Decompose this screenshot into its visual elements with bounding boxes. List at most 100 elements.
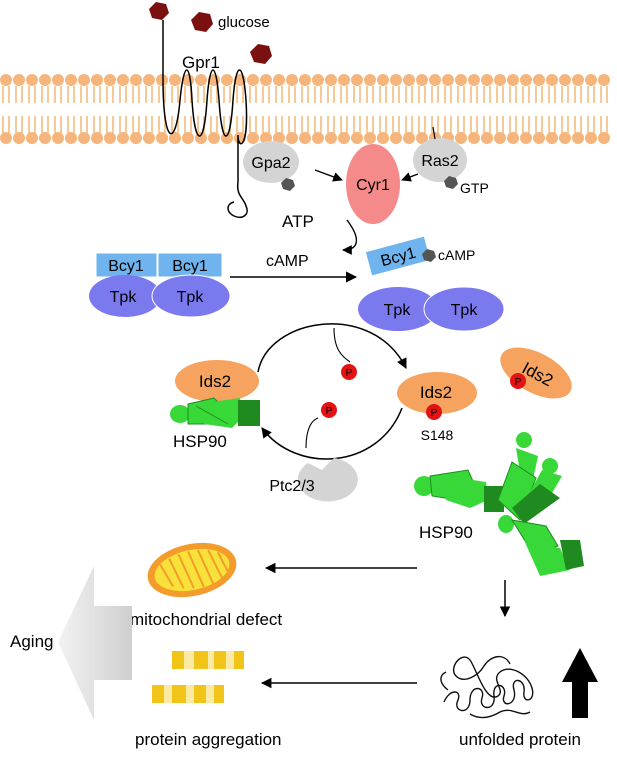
phosphate-free <box>321 402 337 418</box>
aggregate-segment <box>214 685 224 703</box>
lipid-head <box>221 132 233 144</box>
unfolded-label: unfolded protein <box>459 730 581 749</box>
lipid-head <box>169 132 181 144</box>
lipid-head <box>247 132 259 144</box>
glucose-label: glucose <box>218 14 270 31</box>
lipid-head <box>351 74 363 86</box>
lipid-head <box>65 132 77 144</box>
hsp90-domain <box>512 484 560 524</box>
hsp90-domain <box>560 540 584 570</box>
camp-label-right: cAMP <box>438 247 475 263</box>
protein-aggregates <box>152 651 244 703</box>
lipid-head <box>130 132 142 144</box>
aggregate-segment <box>172 651 184 669</box>
bcy1-label: Bcy1 <box>172 258 208 275</box>
lipid-head <box>26 132 38 144</box>
gdp-hexagon <box>281 178 295 191</box>
lipid-head <box>13 74 25 86</box>
atp-hook-top <box>333 327 351 363</box>
hsp90-domain <box>516 432 532 448</box>
lipid-head <box>143 132 155 144</box>
ptc23-phosphatase <box>297 458 358 502</box>
lipid-head <box>338 74 350 86</box>
hsp90-domain <box>195 405 229 425</box>
lipid-head <box>156 74 168 86</box>
lipid-head <box>39 74 51 86</box>
lipid-head <box>221 74 233 86</box>
hsp90-domain <box>198 398 244 428</box>
lipid-head <box>364 74 376 86</box>
lipid-head <box>455 74 467 86</box>
free-hsp90-cluster <box>414 432 584 576</box>
lipid-head <box>390 132 402 144</box>
bcy1-label: Bcy1 <box>108 258 144 275</box>
arrow-ras2-to-cyr1 <box>401 172 419 182</box>
atp-label: ATP <box>282 212 314 231</box>
lipid-head <box>377 132 389 144</box>
aging-label: Aging <box>10 632 53 651</box>
hsp90-domain <box>484 486 504 512</box>
lipid-head <box>52 132 64 144</box>
lipid-head <box>208 132 220 144</box>
lipid-head <box>65 74 77 86</box>
increase-arrow <box>562 648 598 718</box>
lipid-head <box>520 132 532 144</box>
lipid-head <box>390 74 402 86</box>
tpk-subunit <box>151 274 231 318</box>
lipid-head <box>13 132 25 144</box>
tpk-subunit <box>89 275 161 317</box>
hsp90-domain <box>238 400 260 426</box>
aggregate-segment <box>234 651 244 669</box>
glucose-hexagon <box>149 2 169 20</box>
lipid-head <box>156 132 168 144</box>
lipid-head <box>117 132 129 144</box>
hsp90-domain <box>524 540 570 576</box>
lipid-head <box>286 74 298 86</box>
lipid-head <box>429 74 441 86</box>
lipid-head <box>169 74 181 86</box>
lipid-head <box>325 74 337 86</box>
lipid-head <box>312 132 324 144</box>
lipid-head <box>299 74 311 86</box>
lipid-head <box>247 74 259 86</box>
phosphate-label: P <box>431 408 438 419</box>
camp-hexagon <box>422 249 436 262</box>
phosphate-label: P <box>326 406 333 417</box>
mito-defect-label: mitochondrial defect <box>130 610 282 629</box>
cyr1-protein <box>346 144 400 224</box>
lipid-head <box>273 74 285 86</box>
lipid-head <box>52 74 64 86</box>
hsp90-domain <box>498 515 514 533</box>
lipid-head <box>39 132 51 144</box>
aggregate-segment <box>214 651 226 669</box>
lipid-head <box>91 74 103 86</box>
free-ids2-phospho: Ids2 <box>500 347 572 399</box>
lipid-head <box>195 74 207 86</box>
gpr1-label: Gpr1 <box>182 53 220 72</box>
lipid-head <box>507 74 519 86</box>
hsp90-label-left: HSP90 <box>173 432 227 451</box>
ras2-anchor <box>432 126 436 140</box>
lipid-head <box>546 132 558 144</box>
ids2-protein <box>175 360 259 402</box>
lipid-head <box>416 132 428 144</box>
lipid-head <box>585 74 597 86</box>
lipid-head <box>26 74 38 86</box>
lipid-head <box>260 132 272 144</box>
ids2-label: Ids2 <box>199 372 231 391</box>
glucose-hexagon <box>250 44 272 64</box>
glucose-hexagon <box>191 12 213 32</box>
lipid-head <box>559 74 571 86</box>
phosphate-free-ids2 <box>510 373 526 389</box>
lipid-head <box>0 74 12 86</box>
glucose-molecules <box>149 2 272 64</box>
unfolded-protein-coil <box>440 656 534 719</box>
hsp90-label-right: HSP90 <box>419 523 473 542</box>
hsp90-domain <box>516 448 538 484</box>
lipid-head <box>442 74 454 86</box>
aggregate-segment <box>152 685 164 703</box>
phosphate-label: P <box>515 377 522 388</box>
arrow-gpa2-to-cyr1 <box>314 169 343 182</box>
ids2-protein-phospho <box>397 372 477 414</box>
lipid-head <box>546 74 558 86</box>
